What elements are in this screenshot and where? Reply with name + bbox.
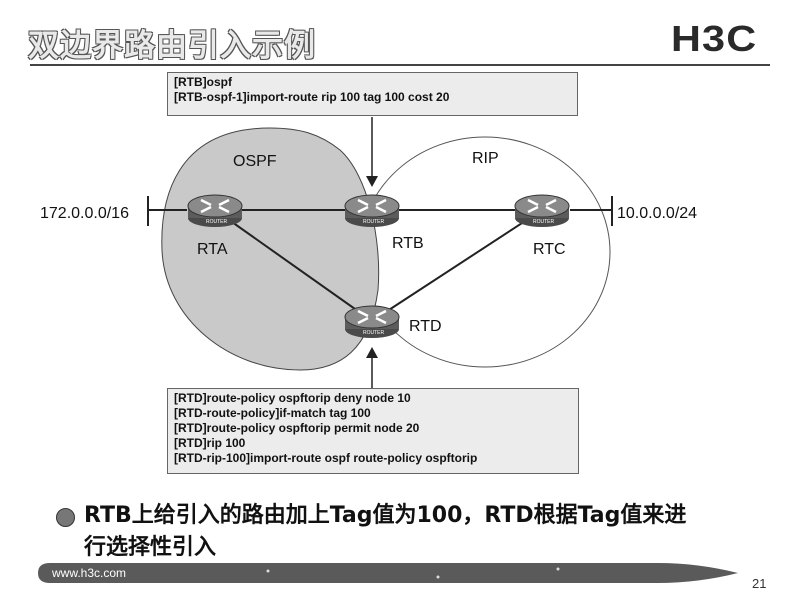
h3c-logo: H3C xyxy=(671,18,758,59)
router-rta-icon: ROUTER xyxy=(187,194,243,227)
rip-area xyxy=(359,136,611,368)
arrow-bottom-head xyxy=(366,347,378,358)
config-line: [RTB]ospf xyxy=(174,75,232,89)
link-rtd-rtc xyxy=(371,209,543,322)
config-line: [RTD]rip 100 xyxy=(174,436,246,450)
footer-bar xyxy=(38,563,738,583)
config-line: [RTD-rip-100]import-route ospf route-pol… xyxy=(174,451,478,465)
router-label-rtd: RTD xyxy=(409,318,442,335)
router-label-rta: RTA xyxy=(197,241,228,258)
rip-area-label: RIP xyxy=(472,150,499,167)
bullet-text: RTB上给引入的路由加上Tag值为100，RTD根据Tag值来进行选择性引入 xyxy=(84,503,687,560)
config-line: [RTD]route-policy ospftorip deny node 10 xyxy=(174,391,411,405)
ospf-area-label: OSPF xyxy=(233,153,277,170)
router-rtd-icon: ROUTER xyxy=(344,305,400,338)
arrow-top-head xyxy=(366,176,378,187)
slide-title: 双边界路由引入示例 xyxy=(28,28,316,64)
bullet-icon xyxy=(56,508,75,527)
network-label-left: 172.0.0.0/16 xyxy=(40,205,129,222)
rtb-config-box: [RTB]ospf [RTB-ospf-1]import-route rip 1… xyxy=(167,72,578,116)
router-icon-text: ROUTER xyxy=(363,219,385,225)
network-label-right: 10.0.0.0/24 xyxy=(617,205,697,222)
link-rta-rtd xyxy=(214,209,373,322)
config-line: [RTD-route-policy]if-match tag 100 xyxy=(174,406,371,420)
router-label-rtb: RTB xyxy=(392,235,424,252)
router-icon-text: ROUTER xyxy=(363,330,385,336)
rtd-config-box: [RTD]route-policy ospftorip deny node 10… xyxy=(167,388,579,474)
router-rtc-icon: ROUTER xyxy=(514,194,570,227)
page-number: 21 xyxy=(752,576,767,591)
config-line: [RTB-ospf-1]import-route rip 100 tag 100… xyxy=(174,90,450,104)
router-icon-text: ROUTER xyxy=(533,219,555,225)
router-rtb-icon: ROUTER xyxy=(344,194,400,227)
router-icon-text: ROUTER xyxy=(206,219,228,225)
footer-url: www.h3c.com xyxy=(52,566,127,580)
router-label-rtc: RTC xyxy=(533,241,566,258)
title-divider xyxy=(30,64,770,66)
config-line: [RTD]route-policy ospftorip permit node … xyxy=(174,421,420,435)
